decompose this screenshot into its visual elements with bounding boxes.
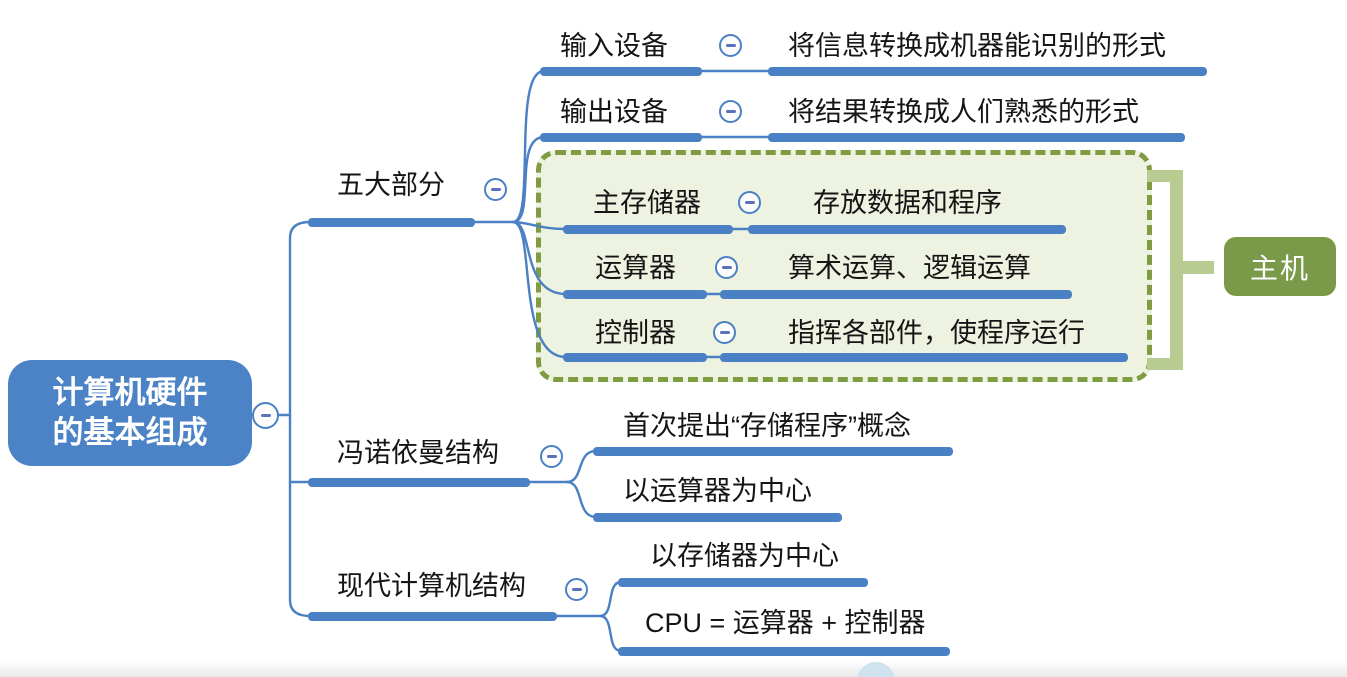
host-bracket-bottom-arm (1147, 358, 1171, 370)
minus-icon (571, 588, 582, 591)
collapse-button-input-device[interactable] (719, 34, 742, 57)
node-underline (768, 67, 1207, 76)
node-main-memory-desc[interactable]: 存放数据和程序 (813, 188, 1002, 218)
bottom-peek-circle (857, 662, 895, 677)
node-underline (720, 353, 1128, 362)
node-output-device-desc[interactable]: 将结果转换成人们熟悉的形式 (788, 97, 1139, 127)
node-underline (563, 353, 707, 362)
collapse-button-branch3[interactable] (565, 578, 588, 601)
collapse-button-cu[interactable] (713, 321, 736, 344)
host-bracket-top-arm (1147, 170, 1171, 182)
node-underline (540, 133, 702, 142)
host-bracket-stub (1183, 261, 1214, 274)
node-underline (618, 578, 868, 587)
node-alu-label[interactable]: 运算器 (595, 253, 676, 283)
minus-icon (719, 331, 730, 334)
node-input-device-desc[interactable]: 将信息转换成机器能识别的形式 (788, 31, 1166, 61)
node-underline (768, 133, 1185, 142)
node-underline (563, 225, 733, 234)
node-host-label: 主机 (1249, 252, 1310, 284)
minus-icon (744, 201, 755, 204)
minus-icon (725, 44, 736, 47)
minus-icon (546, 455, 557, 458)
collapse-button-alu[interactable] (715, 256, 738, 279)
host-group-boundary[interactable] (536, 150, 1152, 382)
node-main-memory-label[interactable]: 主存储器 (593, 188, 701, 218)
bottom-fade-strip (0, 661, 1347, 677)
branch2-curve-top (565, 449, 598, 484)
node-output-device-label[interactable]: 输出设备 (560, 97, 668, 127)
node-underline (748, 225, 1066, 234)
branch2-curve-bottom (565, 480, 598, 519)
node-stored-program-label[interactable]: 首次提出“存储程序”概念 (623, 411, 911, 441)
collapse-button-root[interactable] (252, 402, 279, 429)
collapse-button-output-device[interactable] (719, 100, 742, 123)
node-branch2-label[interactable]: 冯诺依曼结构 (337, 438, 499, 468)
minus-icon (260, 414, 271, 417)
node-underline (540, 67, 702, 76)
host-bracket-vertical (1170, 170, 1183, 370)
node-input-device-label[interactable]: 输入设备 (560, 31, 668, 61)
node-alu-desc[interactable]: 算术运算、逻辑运算 (788, 253, 1031, 283)
minus-icon (725, 110, 736, 113)
node-cu-label[interactable]: 控制器 (595, 318, 676, 348)
node-branch1-label[interactable]: 五大部分 (337, 170, 445, 200)
node-underline (593, 513, 842, 522)
node-branch3-label[interactable]: 现代计算机结构 (337, 571, 526, 601)
branch3-curve-bottom (598, 614, 623, 653)
minus-icon (721, 266, 732, 269)
node-memory-centered-label[interactable]: 以存储器为中心 (650, 541, 839, 571)
node-underline (308, 612, 557, 621)
node-host[interactable]: 主机 (1224, 237, 1336, 296)
node-root-label: 计算机硬件 的基本组成 (52, 375, 208, 450)
branch3-curve-top (598, 580, 623, 618)
collapse-button-branch2[interactable] (540, 445, 563, 468)
node-underline (308, 478, 530, 487)
node-underline (563, 290, 707, 299)
node-underline (308, 218, 475, 227)
node-underline (720, 290, 1072, 299)
node-cu-desc[interactable]: 指挥各部件，使程序运行 (788, 318, 1085, 348)
node-underline (593, 447, 953, 456)
node-alu-centered-label[interactable]: 以运算器为中心 (623, 476, 812, 506)
main-trunk-line (288, 220, 312, 618)
node-root[interactable]: 计算机硬件 的基本组成 (8, 360, 252, 466)
minus-icon (490, 188, 501, 191)
node-cpu-formula-label[interactable]: CPU = 运算器 + 控制器 (645, 608, 926, 638)
collapse-button-branch1[interactable] (484, 178, 507, 201)
node-underline (618, 647, 950, 656)
collapse-button-main-memory[interactable] (738, 191, 761, 214)
